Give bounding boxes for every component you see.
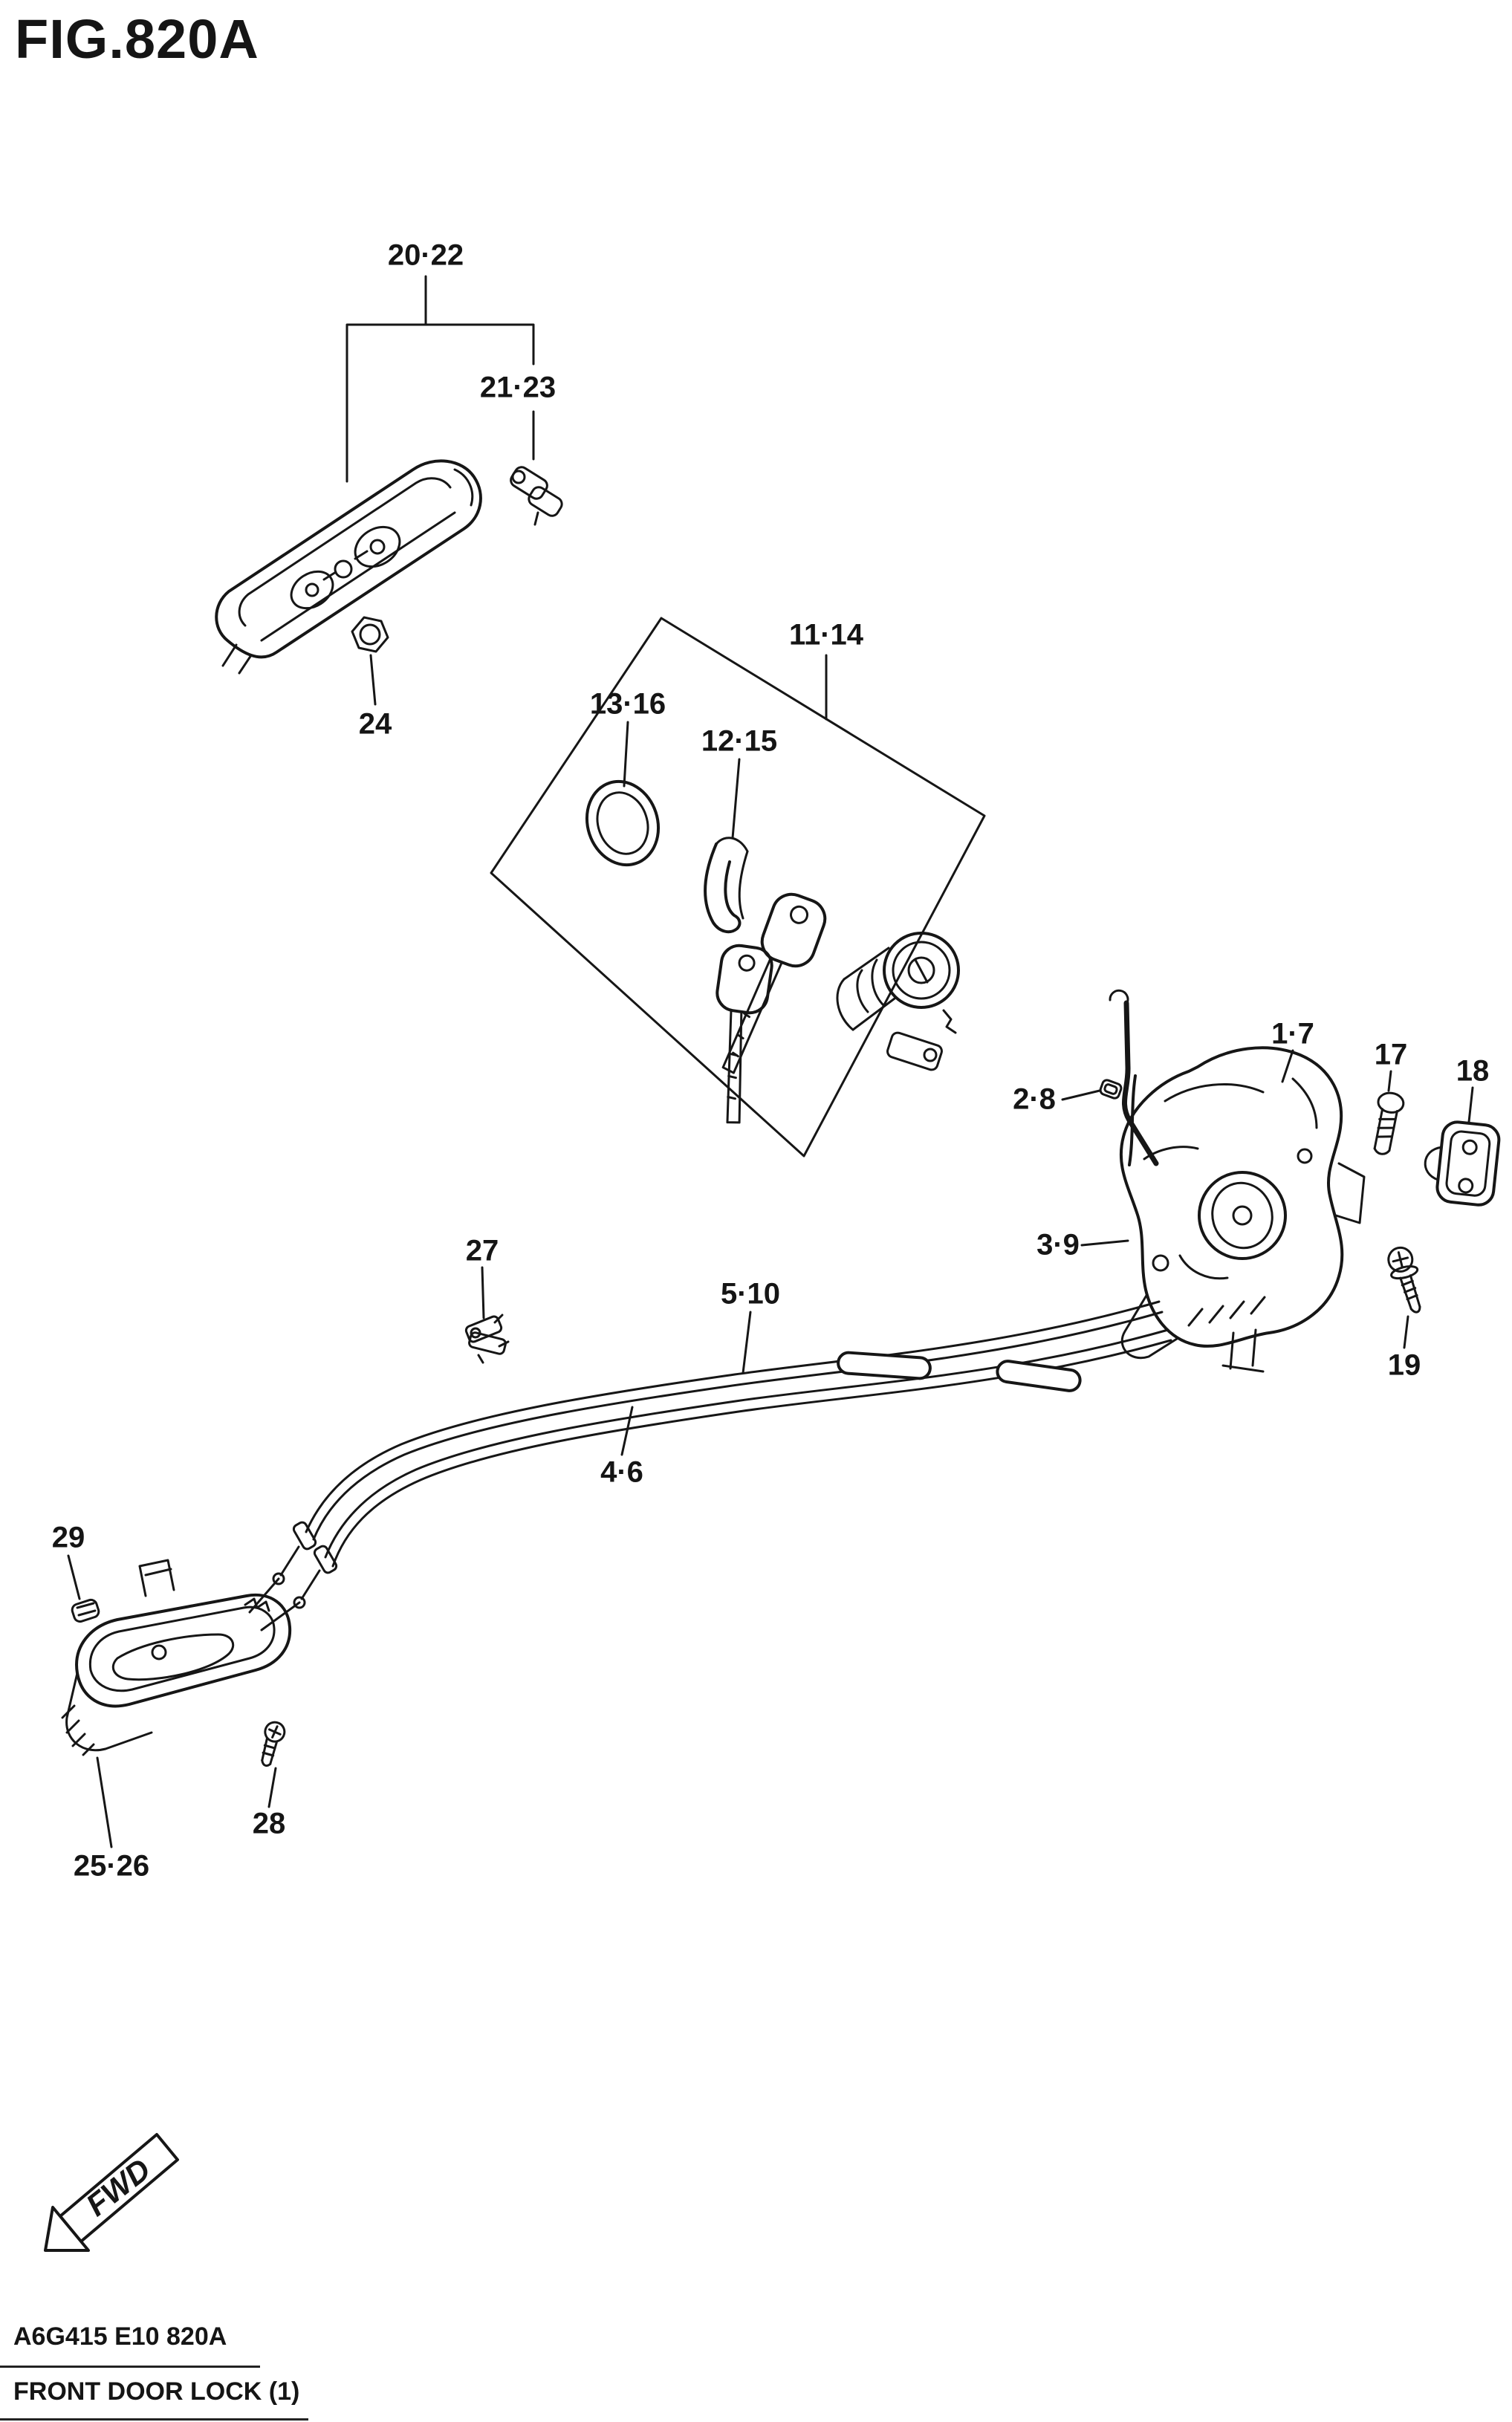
clip-29	[71, 1598, 100, 1623]
striker-18	[1424, 1120, 1501, 1207]
clip-12-15	[704, 837, 749, 934]
callout-29: 29	[51, 1521, 85, 1554]
callout-2-8: 2·8	[1013, 1082, 1056, 1116]
figure-caption: FRONT DOOR LOCK (1)	[13, 2377, 300, 2406]
callout-4-6: 4·6	[600, 1455, 643, 1489]
callout-3-9: 3·9	[1036, 1228, 1080, 1262]
callout-28: 28	[252, 1807, 286, 1840]
figure-part-code: A6G415 E10 820A	[13, 2322, 227, 2351]
screw-28	[261, 1721, 286, 1767]
screw-17	[1373, 1091, 1405, 1155]
callout-24: 24	[358, 707, 392, 741]
lock-cylinder-11-14	[836, 932, 960, 1071]
callout-12-15: 12·15	[701, 724, 778, 758]
fwd-arrow: FWD	[44, 2133, 179, 2252]
callout-27: 27	[465, 1234, 499, 1267]
callout-25-26: 25·26	[73, 1849, 150, 1883]
footer-rule-2	[0, 2418, 308, 2421]
cable-clip-27	[464, 1314, 510, 1364]
callout-19: 19	[1387, 1348, 1421, 1382]
oring-13-16	[585, 779, 661, 867]
callout-11-14: 11·14	[788, 618, 864, 652]
control-cables	[272, 1300, 1172, 1609]
footer-rule-1	[0, 2366, 260, 2368]
leader-lines	[67, 275, 1474, 1848]
handle-clip-21-23	[510, 466, 563, 526]
door-latch-assembly	[1119, 1046, 1366, 1373]
key-cylinder-box	[490, 617, 986, 1158]
screw-19	[1387, 1246, 1421, 1314]
callout-18: 18	[1456, 1054, 1490, 1088]
nut-24	[351, 616, 389, 653]
figure-title: FIG.820A	[15, 8, 259, 70]
callout-21-23: 21·23	[479, 371, 557, 404]
callout-13-16: 13·16	[589, 687, 666, 721]
callout-17: 17	[1374, 1038, 1408, 1071]
outer-door-handle	[215, 459, 482, 675]
keys	[716, 892, 827, 1124]
lock-rod-2-8	[1099, 989, 1159, 1166]
inner-door-handle	[61, 1559, 301, 1756]
callout-5-10: 5·10	[720, 1277, 781, 1311]
callout-1-7: 1·7	[1271, 1017, 1314, 1051]
callout-20-22: 20·22	[387, 238, 464, 272]
